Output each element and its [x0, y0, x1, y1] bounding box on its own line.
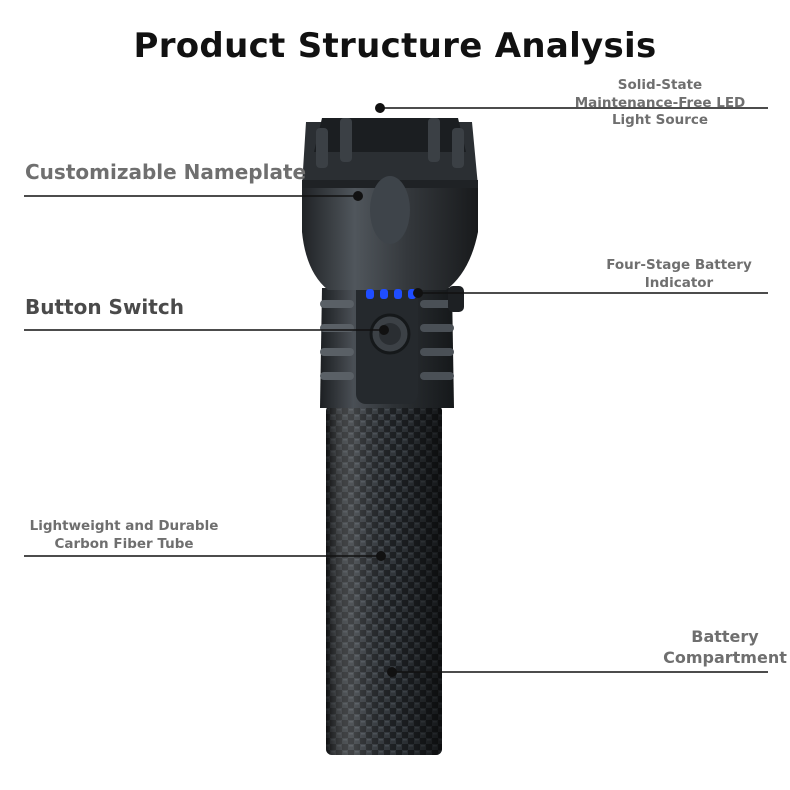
label-carbon-fiber-tube: Lightweight and Durable Carbon Fiber Tub…: [24, 518, 224, 553]
flashlight-head: [302, 118, 478, 290]
leader-dot-tube: [376, 551, 386, 561]
label-battery-compartment: Battery Compartment: [654, 627, 790, 669]
label-line: Lightweight and Durable: [29, 518, 219, 534]
label-customizable-nameplate: Customizable Nameplate: [25, 160, 307, 184]
label-line: Four-Stage Battery: [606, 257, 752, 273]
button-switch-shape: [369, 313, 411, 355]
leader-dot-led: [375, 103, 385, 113]
label-line: Compartment: [663, 647, 787, 667]
leader-lines: [24, 107, 768, 673]
label-line: Carbon Fiber Tube: [54, 535, 194, 552]
leader-dot-nameplate: [353, 191, 363, 201]
label-button-switch: Button Switch: [25, 295, 184, 319]
page-title: Product Structure Analysis: [133, 26, 657, 66]
label-line: Light Source: [611, 112, 709, 129]
leader-dot-button: [379, 325, 389, 335]
leader-dots: [353, 103, 423, 677]
label-line: Indicator: [644, 274, 714, 291]
label-line: Maintenance-Free LED: [574, 94, 746, 111]
label-battery-indicator: Four-Stage Battery Indicator: [586, 257, 772, 292]
label-line: Solid-State: [617, 77, 703, 93]
label-led-light-source: Solid-State Maintenance-Free LED Light S…: [560, 77, 760, 130]
leader-dot-battery: [387, 667, 397, 677]
leader-dot-indicator: [413, 288, 423, 298]
label-line: Battery: [691, 627, 759, 646]
carbon-fiber-tube: [326, 405, 442, 755]
